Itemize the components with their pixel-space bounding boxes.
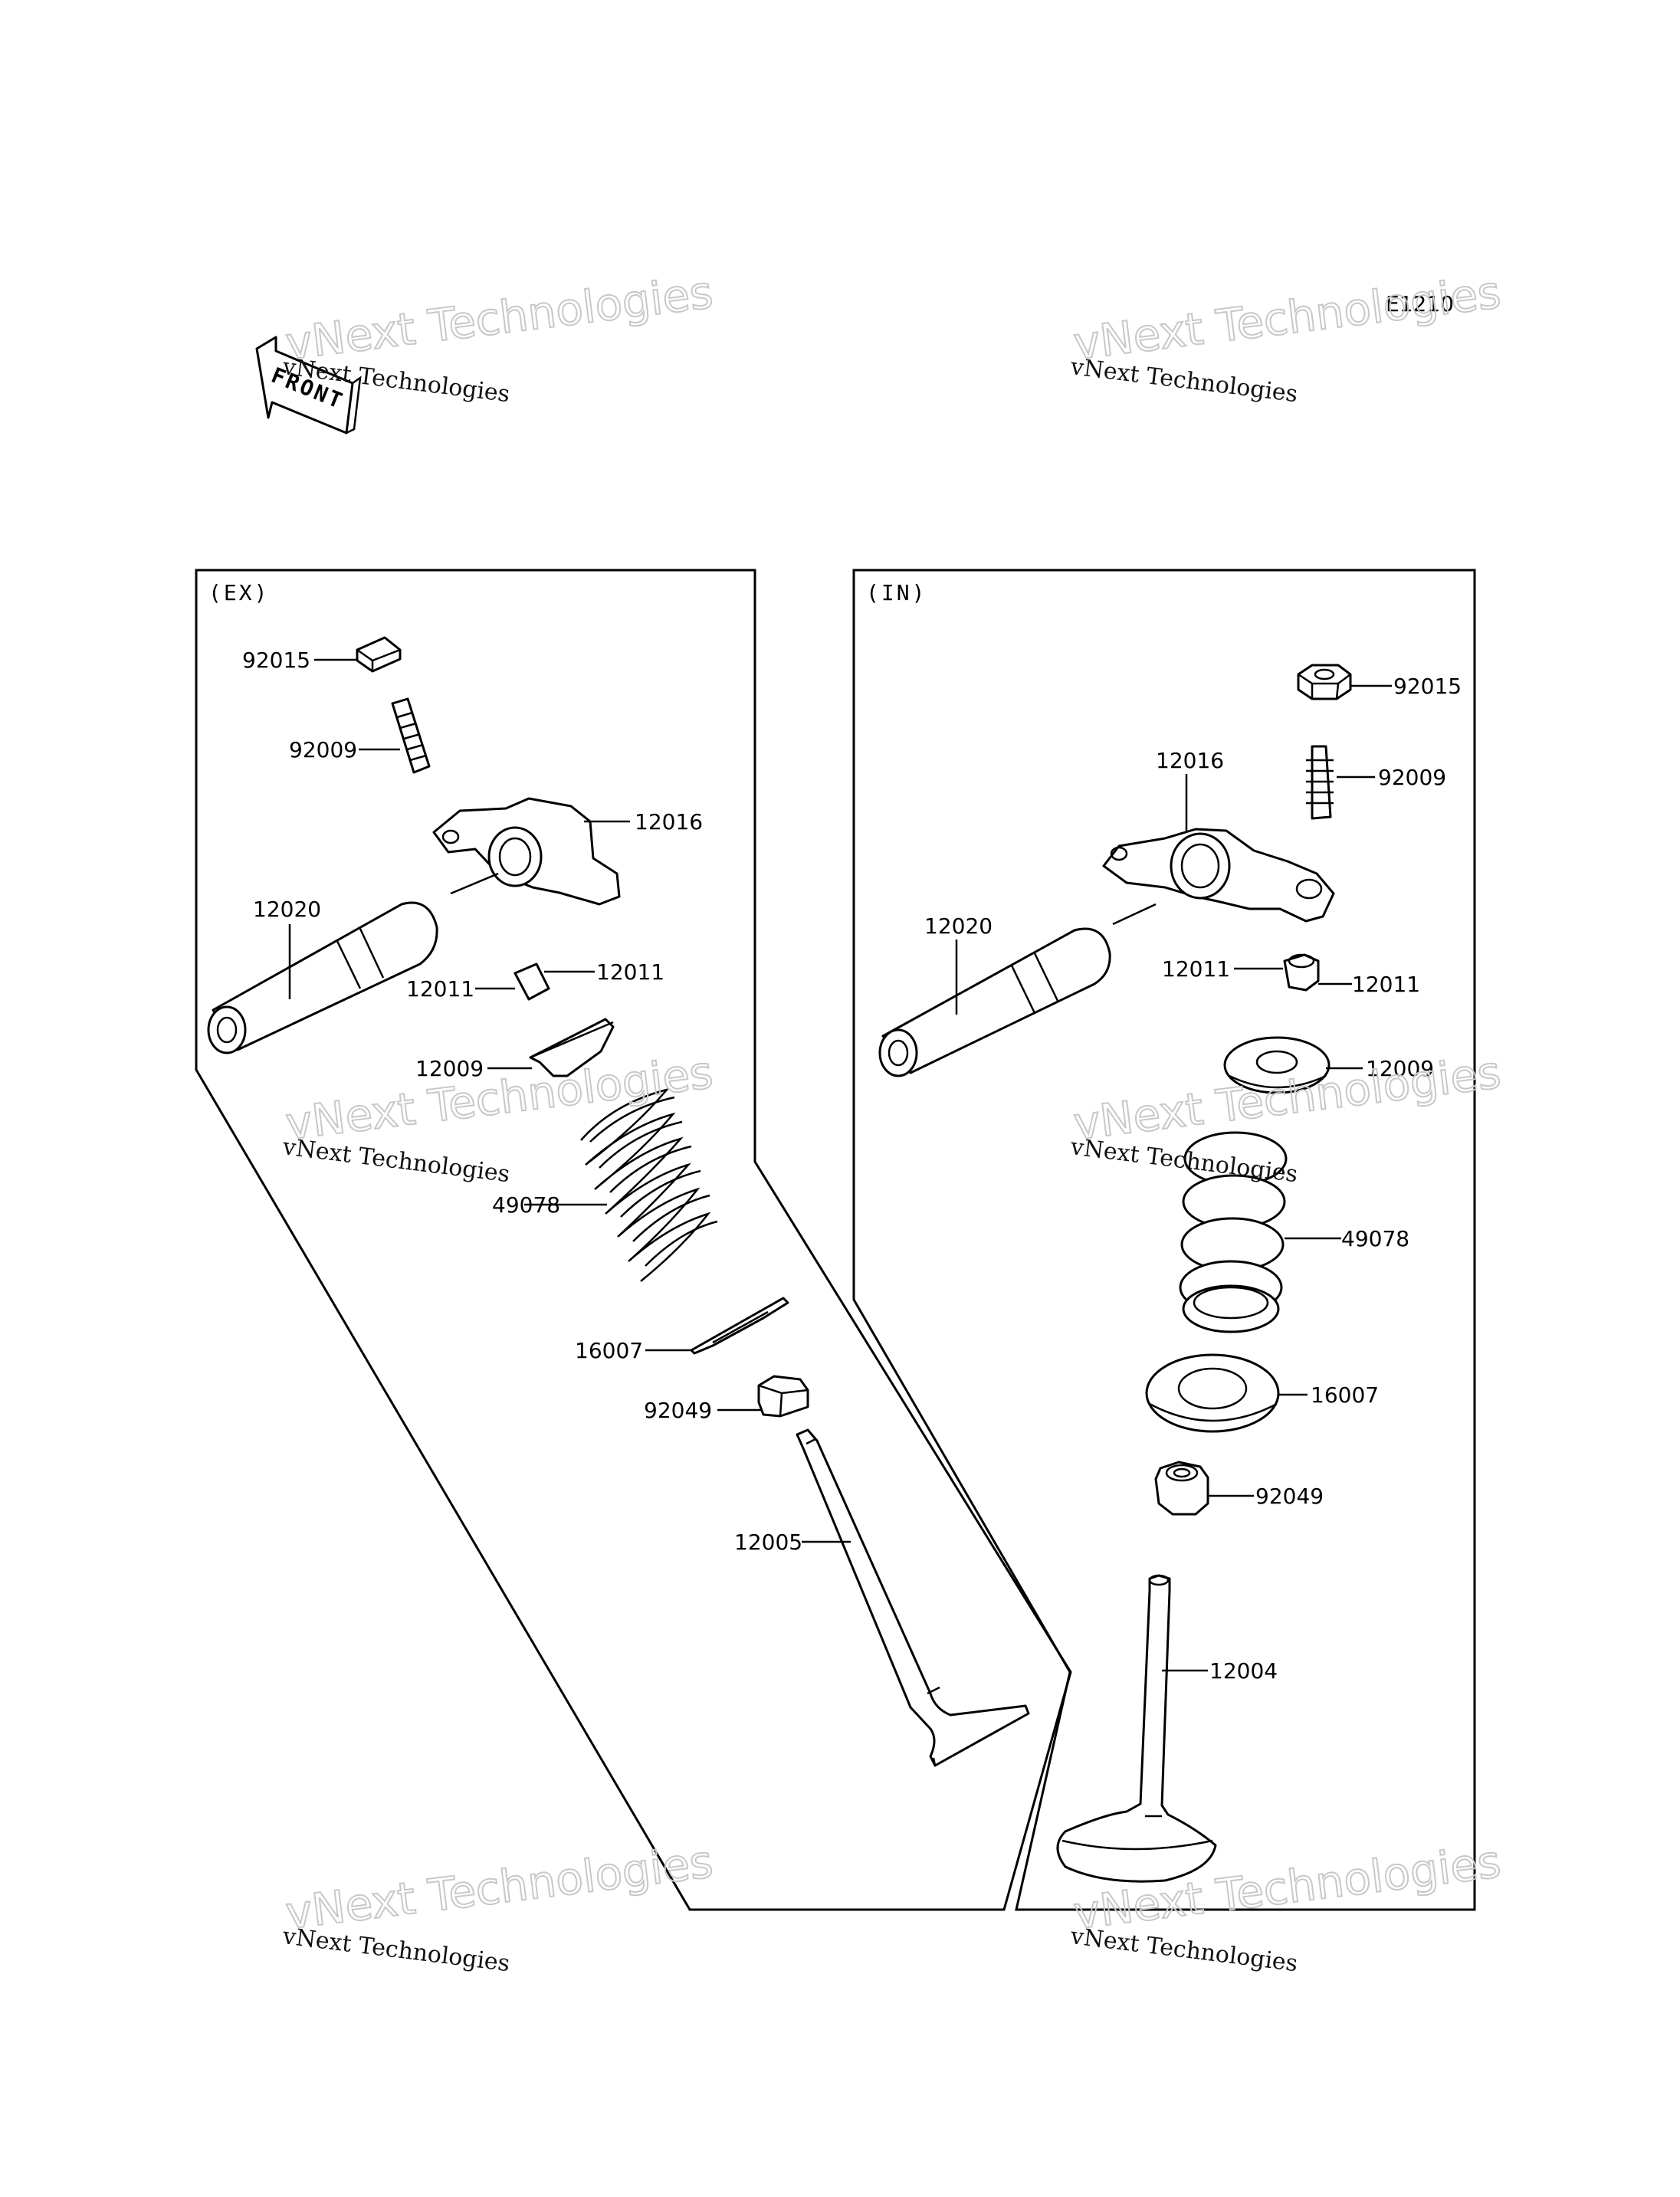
exhaust-spring-icon <box>580 1087 718 1282</box>
exhaust-label-92009: 92009 <box>289 737 357 762</box>
svg-text:vNext Technologies: vNext Technologies <box>283 1046 716 1150</box>
svg-text:vNext Technologies: vNext Technologies <box>1071 266 1504 370</box>
exhaust-panel: (EX) 92015 92009 12016 <box>195 569 1072 1911</box>
exhaust-label-16007: 16007 <box>575 1338 643 1363</box>
exhaust-cotter-icon <box>514 962 550 1001</box>
exhaust-label-12011-left: 12011 <box>406 976 474 1002</box>
svg-text:vNext Technologies: vNext Technologies <box>283 1835 716 1940</box>
exhaust-label-12020: 12020 <box>253 897 321 922</box>
intake-rocker-arm-icon <box>1102 828 1335 923</box>
intake-label-12011-right: 12011 <box>1352 972 1420 997</box>
intake-adjust-screw-icon <box>1306 745 1334 820</box>
intake-label-12016: 12016 <box>1156 748 1224 773</box>
intake-label-12020: 12020 <box>924 913 993 939</box>
intake-label-12004: 12004 <box>1209 1658 1278 1684</box>
intake-cotter-icon <box>1283 953 1320 992</box>
intake-rocker-shaft-icon <box>878 927 1111 1077</box>
exhaust-adjust-screw-icon <box>391 697 431 774</box>
front-arrow-icon: FRONT <box>255 336 362 434</box>
intake-panel: (IN) 92015 92009 12016 <box>852 569 1476 1911</box>
intake-stem-seal-icon <box>1154 1461 1209 1516</box>
intake-nut-icon <box>1297 664 1352 700</box>
intake-frame <box>852 569 1476 1911</box>
exhaust-label-12005: 12005 <box>734 1530 802 1555</box>
watermark-mid-right: vNext Technologies vNext Technologies <box>1068 1045 1504 1188</box>
intake-label-92049: 92049 <box>1255 1484 1324 1509</box>
exhaust-label-12016: 12016 <box>635 809 703 835</box>
intake-label-16007: 16007 <box>1311 1382 1379 1408</box>
exhaust-label-92049: 92049 <box>644 1398 712 1423</box>
exhaust-retainer-icon <box>529 1018 615 1077</box>
exhaust-frame <box>195 569 1072 1911</box>
intake-valve-icon <box>1056 1574 1217 1883</box>
intake-label-12009: 12009 <box>1366 1056 1434 1081</box>
svg-text:vNext Technologies: vNext Technologies <box>281 1133 511 1188</box>
exhaust-stem-seal-icon <box>757 1375 809 1418</box>
exhaust-seat-icon <box>690 1297 789 1355</box>
svg-text:vNext Technologies: vNext Technologies <box>283 266 716 370</box>
exhaust-label-49078: 49078 <box>492 1192 560 1218</box>
exhaust-rocker-arm-icon <box>432 797 621 906</box>
svg-text:vNext Technologies: vNext Technologies <box>1068 353 1299 408</box>
exhaust-rocker-shaft-icon <box>207 901 438 1054</box>
intake-label-12011-left: 12011 <box>1162 956 1230 982</box>
intake-spring-icon <box>1179 1131 1288 1333</box>
intake-seat-icon <box>1145 1353 1280 1433</box>
intake-label-92015: 92015 <box>1393 674 1462 699</box>
exhaust-label-92015: 92015 <box>242 648 310 673</box>
watermark-bottom-left: vNext Technologies vNext Technologies <box>281 1835 717 1977</box>
watermark-top-right: vNext Technologies vNext Technologies <box>1068 265 1504 408</box>
svg-text:vNext Technologies: vNext Technologies <box>281 1923 511 1977</box>
intake-header: (IN) <box>866 580 927 605</box>
intake-label-92009: 92009 <box>1378 765 1446 790</box>
exhaust-label-12009: 12009 <box>415 1056 484 1081</box>
intake-label-49078: 49078 <box>1341 1226 1409 1251</box>
exhaust-nut-icon <box>356 636 402 673</box>
exhaust-header: (EX) <box>208 580 269 605</box>
diagram-code: E1210 <box>1386 291 1454 316</box>
svg-text:vNext Technologies: vNext Technologies <box>1068 1923 1299 1977</box>
exhaust-valve-icon <box>796 1428 1030 1767</box>
exhaust-label-12011-right: 12011 <box>596 959 664 985</box>
intake-retainer-icon <box>1223 1036 1331 1094</box>
